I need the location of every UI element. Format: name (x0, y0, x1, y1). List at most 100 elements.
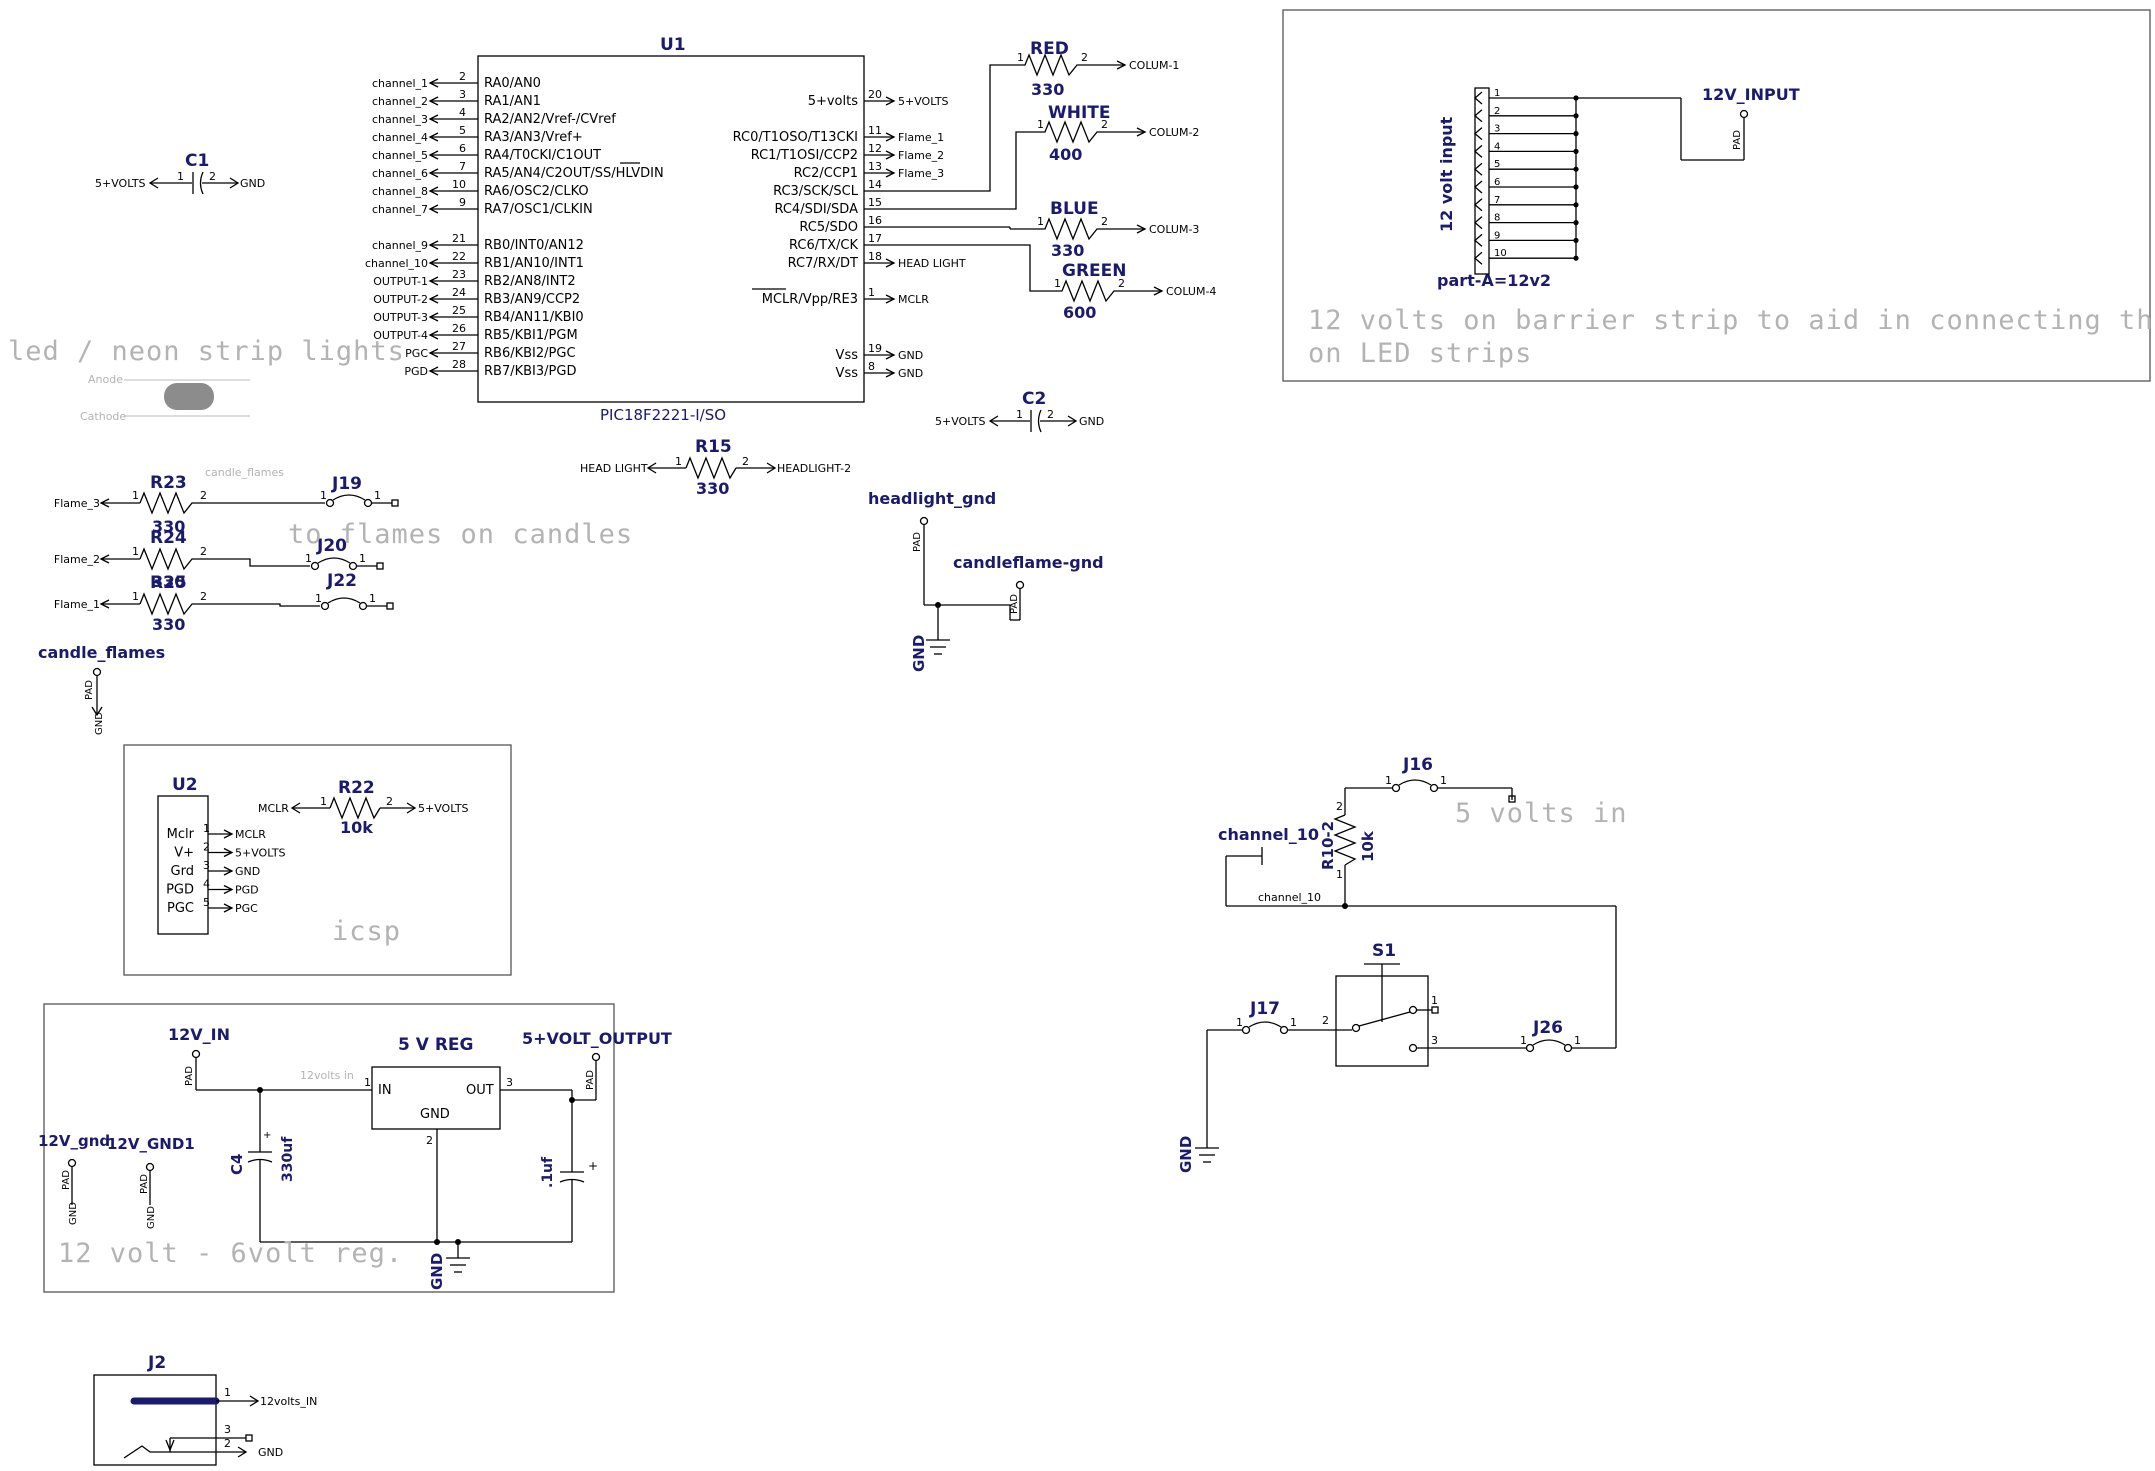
flame-res-ref: R25 (150, 573, 187, 593)
c1-pin1: 1 (177, 170, 184, 183)
v12-gnd1-ref: 12V_GND1 (107, 1135, 195, 1153)
j26-pin2: 1 (1574, 1034, 1581, 1047)
v12-gnd-pad-label: PAD (61, 1170, 72, 1190)
candleflame-pad-label: PAD (1009, 594, 1020, 614)
s1-pin3: 3 (1431, 1034, 1438, 1047)
flame-res-value: 330 (152, 615, 185, 634)
jumper-contact-icon (348, 561, 358, 571)
u1-pin-name: MCLR/Vpp/RE3 (762, 292, 858, 307)
j2-ref: J2 (147, 1353, 166, 1373)
flame-res-value: 330 (152, 517, 185, 536)
u1-pin-name: RB3/AN9/CCP2 (484, 292, 580, 307)
u1-pin-name: RC3/SCK/SCL (773, 184, 859, 199)
u1-pin-number: 7 (459, 160, 466, 173)
reg-small-label: 12volts in (300, 1069, 354, 1082)
u1-pin-name: Vss (836, 348, 859, 363)
barrier-pin-number: 3 (1494, 124, 1500, 135)
r22-pin2: 2 (386, 795, 393, 808)
u1-pin-number: 19 (868, 342, 882, 355)
icsp-pin-number: 3 (203, 859, 210, 872)
barrier-ref: 12 volt input (1437, 116, 1456, 232)
j2-power-jack: J2 1 12volts_IN 3 2 GND (93, 1353, 317, 1466)
jumper-contact-icon (363, 498, 373, 508)
icsp-pin-name: V+ (174, 846, 194, 861)
r10-pin1: 1 (1336, 868, 1343, 881)
regulator-box (43, 1003, 615, 1293)
flame-res-pin1: 1 (132, 545, 139, 558)
led-res-value: 330 (1031, 80, 1064, 99)
jumper-pin1: 1 (315, 592, 322, 605)
pad-icon (92, 667, 102, 677)
c1-ref: C1 (185, 151, 209, 171)
u1-pin-number: 3 (459, 88, 466, 101)
led-res-ref: BLUE (1050, 199, 1099, 219)
u1-body (477, 55, 865, 403)
flame-res-pin2: 2 (200, 545, 207, 558)
s1-pin1: 1 (1431, 994, 1438, 1007)
flame-net: Flame_2 (54, 553, 100, 566)
led-res-pin1: 1 (1054, 277, 1061, 290)
c1-pin2: 2 (209, 170, 216, 183)
r10-ref: R10-2 (1319, 821, 1337, 870)
u1-pin-number: 8 (868, 360, 875, 373)
c2-pin1: 1 (1016, 408, 1023, 421)
u1-pin-net: OUTPUT-2 (373, 293, 428, 306)
u1-pin-name: 5+volts (808, 94, 859, 109)
j17-ref: J17 (1249, 999, 1280, 1019)
barrier-pin-number: 7 (1494, 195, 1500, 206)
pad-icon (591, 1052, 601, 1062)
jumper-contact-icon (1279, 1025, 1289, 1035)
switch-note: 5 volts in (1455, 798, 1628, 829)
barrier-pin-number: 2 (1494, 106, 1500, 117)
r15-pin2: 2 (742, 455, 749, 468)
icsp-pin-name: PGD (166, 883, 194, 898)
u1-pin-name: RC2/CCP1 (794, 166, 858, 181)
u1-pin-number: 22 (452, 250, 466, 263)
pad-icon (145, 1162, 155, 1172)
led-res-ref: GREEN (1062, 261, 1127, 281)
candle-flames-pad-ref: candle_flames (38, 643, 165, 662)
svg-text:+: + (588, 1159, 598, 1173)
r22-left-net: MCLR (258, 802, 289, 815)
barrier-pin-number: 6 (1494, 177, 1500, 188)
pad-icon (919, 516, 929, 526)
barrier-pin-number: 9 (1494, 230, 1500, 241)
j2-pin2: 2 (224, 1437, 231, 1450)
c2-right-net: GND (1079, 415, 1104, 428)
u1-pin-net: channel_3 (372, 113, 428, 126)
jumper-contact-icon (1391, 783, 1401, 793)
j2-pin3: 3 (224, 1423, 231, 1436)
headlight-ground-pads: headlight_gnd PAD candleflame-gnd PAD GN… (868, 489, 1104, 672)
u1-pin-number: 6 (459, 142, 466, 155)
switch-gnd-symbol: GND (1177, 1136, 1195, 1173)
headlight-pad-label: PAD (912, 532, 923, 552)
v12-gnd-ref: 12V_gnd (38, 1132, 110, 1150)
led-res-ref: RED (1030, 39, 1069, 59)
reg-out-pin: 3 (506, 1076, 513, 1089)
u1-pin-number: 20 (868, 88, 882, 101)
strip-light-legend: led / neon strip lights Anode Cathode (8, 336, 404, 423)
r22-pin1: 1 (320, 795, 327, 808)
svg-text:+: + (263, 1130, 271, 1141)
icsp-pin-name: Mclr (167, 827, 195, 842)
switch-contact-icon (1408, 1043, 1418, 1053)
u1-pin-number: 12 (868, 142, 882, 155)
led-res-value: 400 (1049, 145, 1082, 164)
r15-value: 330 (696, 479, 729, 498)
u1-pin-number: 5 (459, 124, 466, 137)
icsp-pin-net: 5+VOLTS (235, 847, 286, 860)
u1-pin-net: Flame_1 (898, 131, 944, 144)
icsp-pin-net: MCLR (235, 828, 266, 841)
c4-ref: C4 (228, 1154, 246, 1175)
u1-pin-name: RB2/AN8/INT2 (484, 274, 576, 289)
u1-pin-net: channel_9 (372, 239, 428, 252)
j26-pin1: 1 (1520, 1034, 1527, 1047)
reg-note: 12 volt - 6volt reg. (58, 1238, 403, 1269)
jumper-pin2: 1 (374, 489, 381, 502)
s1-pin2: 2 (1322, 1014, 1329, 1027)
flame-res-ref: R23 (150, 473, 187, 493)
voltage-regulator: 12V_IN PAD 12volts in 5 V REG IN OUT GND… (38, 1025, 672, 1290)
flame-net: Flame_1 (54, 598, 100, 611)
